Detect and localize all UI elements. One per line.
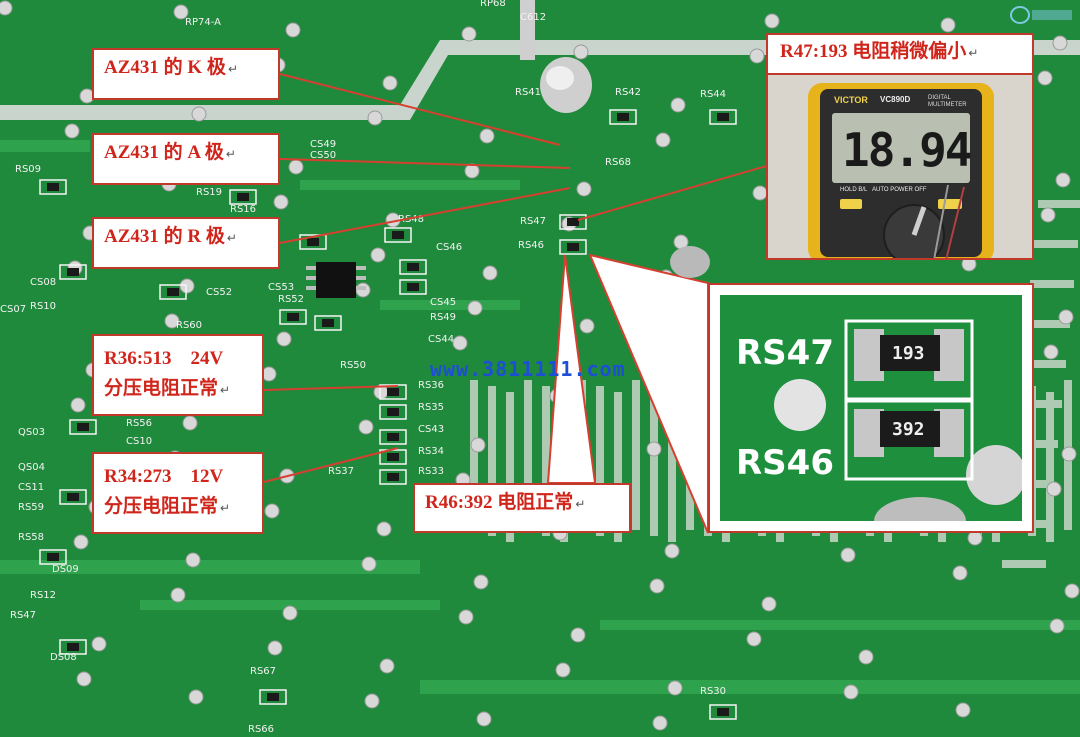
label-k-pole: AZ431 的 K 极↵ [92, 48, 280, 100]
silkscreen-text: RS47 [520, 216, 546, 227]
silkscreen-text: QS03 [18, 427, 45, 438]
label-r47: R47:193 电阻稍微偏小↵ [766, 33, 1034, 75]
label-a-pole: AZ431 的 A 极↵ [92, 133, 280, 185]
silkscreen-text: RS60 [176, 320, 202, 331]
zoom-upper-ref: RS47 [736, 333, 834, 373]
zoom-lower-ref: RS46 [736, 443, 834, 483]
silkscreen-text: RS34 [418, 446, 444, 457]
label-r-text: AZ431 的 R 极 [104, 226, 225, 247]
silkscreen-text: C612 [520, 12, 546, 23]
silkscreen-text: CS53 [268, 282, 294, 293]
label-r36: R36:513 24V 分压电阻正常↵ [92, 334, 264, 416]
silkscreen-text: CS50 [310, 150, 336, 161]
label-r46-text: R46:392 电阻正常 [425, 492, 574, 513]
silkscreen-text: CS46 [436, 242, 462, 253]
zoom-upper-code: 193 [892, 343, 925, 364]
label-r46: R46:392 电阻正常↵ [413, 483, 631, 533]
meter-reading: 18.94 [842, 123, 972, 177]
silkscreen-text: DS09 [52, 564, 79, 575]
meter-model-sub: DIGITAL MULTIMETER [928, 95, 967, 108]
meter-model: VC890D [880, 95, 911, 104]
silkscreen-text: CS49 [310, 139, 336, 150]
silkscreen-text: DS08 [50, 652, 77, 663]
silkscreen-text: RS10 [30, 301, 56, 312]
corner-logo [1010, 4, 1074, 26]
silkscreen-text: RS16 [230, 204, 256, 215]
silkscreen-text: RS48 [398, 214, 424, 225]
silkscreen-text: RS33 [418, 466, 444, 477]
silkscreen-text: CS45 [430, 297, 456, 308]
label-r47-text: R47:193 电阻稍微偏小 [780, 41, 967, 62]
label-r36-line2: 分压电阻正常 [104, 378, 219, 399]
silkscreen-text: CS52 [206, 287, 232, 298]
silkscreen-text: RS46 [518, 240, 544, 251]
silkscreen-text: QS04 [18, 462, 45, 473]
meter-brand: VICTOR [834, 95, 868, 105]
silkscreen-text: RS35 [418, 402, 444, 413]
silkscreen-text: RS56 [126, 418, 152, 429]
label-k-text: AZ431 的 K 极 [104, 57, 226, 78]
silkscreen-text: RS09 [15, 164, 41, 175]
silkscreen-text: RS59 [18, 502, 44, 513]
label-r34-line1: R34:273 12V [104, 466, 224, 487]
silkscreen-text: RS44 [700, 89, 726, 100]
multimeter-photo: VICTOR VC890D DIGITAL MULTIMETER 18.94 H… [766, 75, 1034, 260]
zoom-board: RS47 RS46 193 392 [720, 295, 1022, 521]
meter-power-text: AUTO POWER OFF [872, 187, 927, 193]
silkscreen-text: CS11 [18, 482, 44, 493]
label-r34: R34:273 12V 分压电阻正常↵ [92, 452, 264, 534]
silkscreen-text: RS36 [418, 380, 444, 391]
silkscreen-text: RS12 [30, 590, 56, 601]
meter-hold-button: HOLD B/L [840, 187, 868, 193]
zoom-inset: RS47 RS46 193 392 [708, 283, 1034, 533]
label-r36-line1: R36:513 24V [104, 348, 224, 369]
label-a-text: AZ431 的 A 极 [104, 142, 224, 163]
watermark: www.3811111.com [430, 357, 626, 381]
silkscreen-text: CS08 [30, 277, 56, 288]
silkscreen-text: RS42 [615, 87, 641, 98]
silkscreen-text: RS19 [196, 187, 222, 198]
silkscreen-text: RS58 [18, 532, 44, 543]
silkscreen-text: RS67 [250, 666, 276, 677]
silkscreen-text: RS50 [340, 360, 366, 371]
silkscreen-text: RS37 [328, 466, 354, 477]
silkscreen-text: RS68 [605, 157, 631, 168]
silkscreen-text: CS10 [126, 436, 152, 447]
label-r-pole: AZ431 的 R 极↵ [92, 217, 280, 269]
silkscreen-text: CS44 [428, 334, 454, 345]
silkscreen-text: RS52 [278, 294, 304, 305]
silkscreen-text: RS41 [515, 87, 541, 98]
silkscreen-text: CS43 [418, 424, 444, 435]
silkscreen-text: RS47 [10, 610, 36, 621]
silkscreen-text: RP74-A [185, 17, 221, 28]
zoom-lower-code: 392 [892, 419, 925, 440]
silkscreen-text: RS49 [430, 312, 456, 323]
silkscreen-text: RS66 [248, 724, 274, 735]
silkscreen-text: CS07 [0, 304, 26, 315]
label-r34-line2: 分压电阻正常 [104, 496, 219, 517]
silkscreen-text: RS30 [700, 686, 726, 697]
silkscreen-text: RP68 [480, 0, 506, 9]
